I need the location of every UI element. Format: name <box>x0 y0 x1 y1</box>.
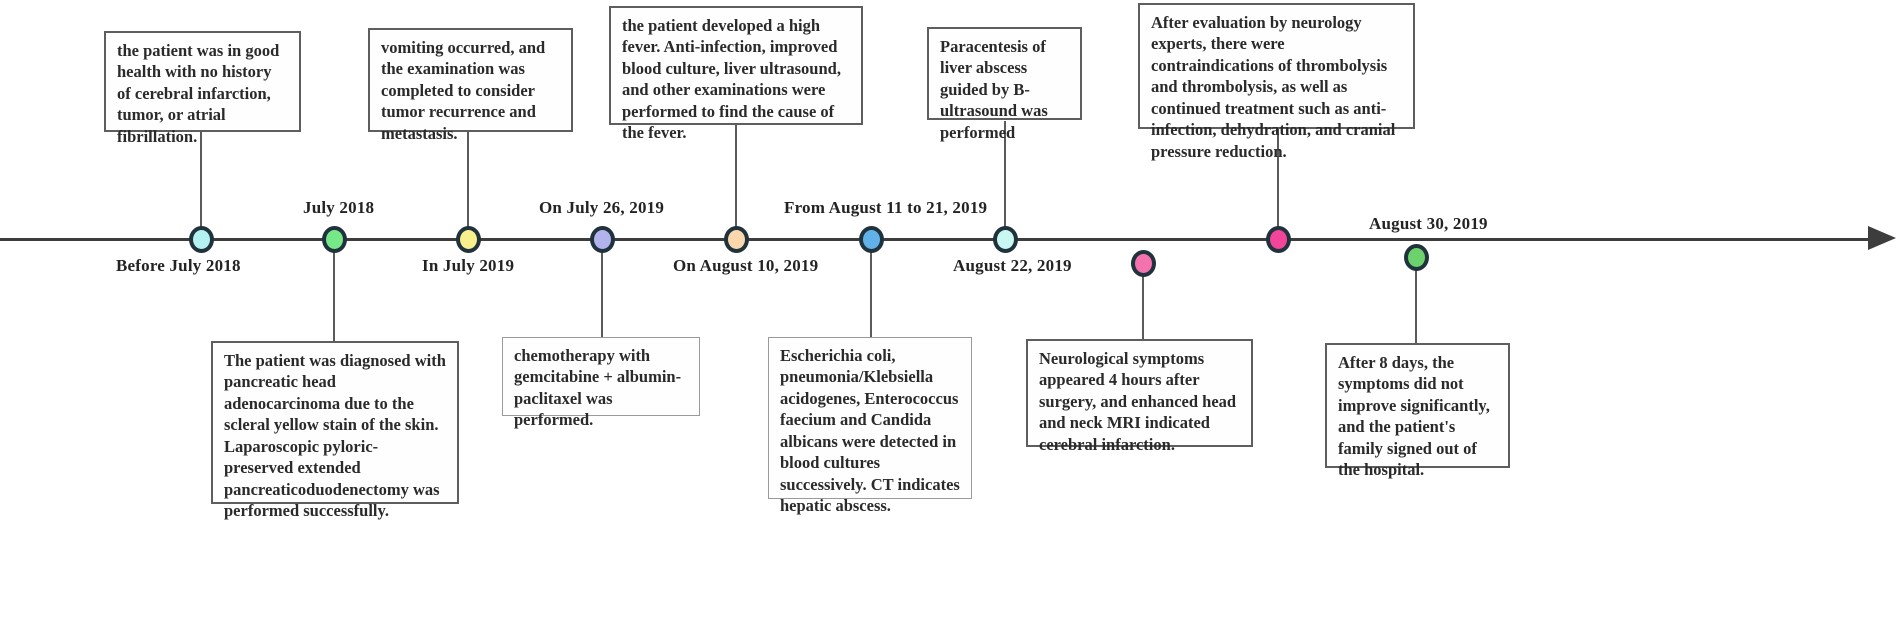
stem-neurology-evaluation <box>1277 128 1279 241</box>
stem-before-july-2018 <box>200 131 202 241</box>
node-in-july-2019[interactable] <box>456 226 481 253</box>
caption-in-july-2019: In July 2019 <box>422 256 515 275</box>
box-on-july-26-2019: chemotherapy with gemcitabine + albumin-… <box>502 337 700 429</box>
caption-august-22-2019: August 22, 2019 <box>953 256 1072 275</box>
node-post-surgery-neuro-symptoms[interactable] <box>1131 250 1156 277</box>
box-before-july-2018: the patient was in good health with no h… <box>104 31 301 146</box>
stem-august-30-2019 <box>1415 265 1417 344</box>
box-neurology-evaluation: After evaluation by neurology experts, t… <box>1138 3 1415 161</box>
caption-on-august-10-2019: On August 10, 2019 <box>673 256 819 275</box>
stem-on-july-26-2019 <box>601 240 603 338</box>
node-before-july-2018[interactable] <box>189 226 214 253</box>
node-on-august-10-2019[interactable] <box>724 226 749 253</box>
box-post-surgery-neuro-symptoms: Neurological symptoms appeared 4 hours a… <box>1026 339 1253 454</box>
node-from-august-11-to-21-2019[interactable] <box>859 226 884 253</box>
box-on-august-10-2019: the patient developed a high fever. Anti… <box>609 6 863 142</box>
stem-post-surgery-neuro-symptoms <box>1142 265 1144 340</box>
node-neurology-evaluation[interactable] <box>1266 226 1291 253</box>
timeline-axis-line <box>0 238 1880 241</box>
timeline-axis-arrow-icon <box>1868 226 1896 250</box>
caption-before-july-2018: Before July 2018 <box>116 256 241 275</box>
node-on-july-26-2019[interactable] <box>590 226 615 253</box>
node-august-30-2019[interactable] <box>1404 244 1429 271</box>
stem-in-july-2019 <box>467 131 469 241</box>
stem-from-august-11-to-21-2019 <box>870 240 872 338</box>
caption-august-30-2019: August 30, 2019 <box>1369 214 1488 233</box>
box-in-july-2019: vomiting occurred, and the examination w… <box>368 28 573 143</box>
stem-july-2018 <box>333 240 335 343</box>
caption-on-july-26-2019: On July 26, 2019 <box>539 198 665 217</box>
caption-july-2018: July 2018 <box>303 198 375 217</box>
box-from-august-11-to-21-2019: Escherichia coli, pneumonia/Klebsiella a… <box>768 337 972 515</box>
node-august-22-2019[interactable] <box>993 226 1018 253</box>
caption-from-august-11-to-21-2019: From August 11 to 21, 2019 <box>784 198 988 217</box>
box-july-2018: The patient was diagnosed with pancreati… <box>211 341 459 520</box>
box-august-30-2019: After 8 days, the symptoms did not impro… <box>1325 343 1510 479</box>
stem-august-22-2019 <box>1004 121 1006 241</box>
stem-on-august-10-2019 <box>735 124 737 241</box>
node-july-2018[interactable] <box>322 226 347 253</box>
box-august-22-2019: Paracentesis of liver abscess guided by … <box>927 27 1082 142</box>
